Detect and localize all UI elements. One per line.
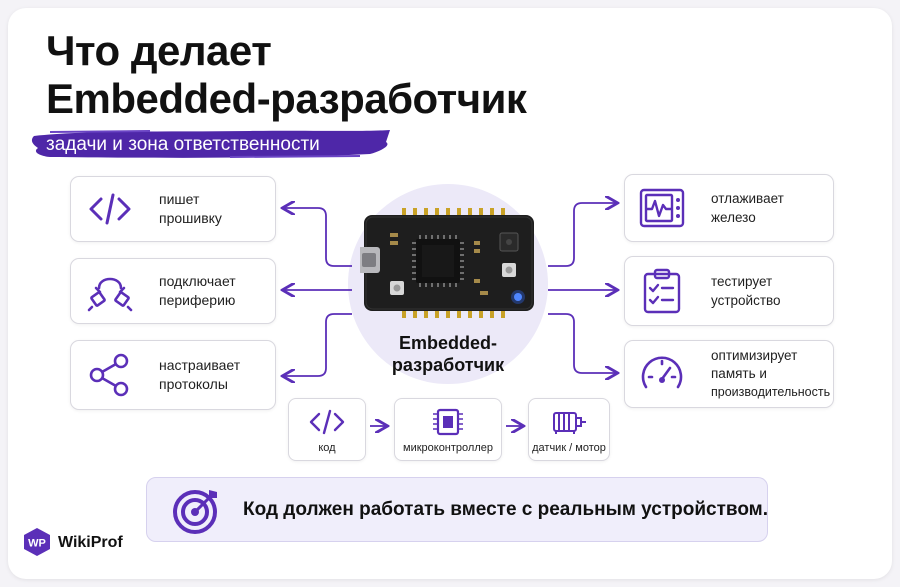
flow-step-microcontroller: микроконтроллер xyxy=(394,398,502,461)
key-message-banner: Код должен работать вместе с реальным ус… xyxy=(146,477,768,542)
flow-step-sensor-motor: датчик / мотор xyxy=(528,398,610,461)
share-icon xyxy=(89,353,129,397)
svg-text:WP: WP xyxy=(28,538,46,550)
brand-name: WikiProf xyxy=(58,534,123,551)
microcontroller-board xyxy=(360,208,534,318)
flow-label: код xyxy=(318,442,336,454)
banner-text: Код должен работать вместе с реальным ус… xyxy=(243,499,769,520)
page-title-line1: Что делает xyxy=(46,27,272,74)
chip-icon xyxy=(433,408,463,436)
gauge-icon xyxy=(641,356,683,389)
clipboard-check-icon xyxy=(643,268,681,314)
oscilloscope-icon xyxy=(639,188,685,228)
code-icon xyxy=(309,409,345,435)
brush-stroke-decoration xyxy=(31,130,390,158)
subtitle: задачи и зона ответственности xyxy=(46,134,320,155)
code-icon xyxy=(89,193,131,225)
motor-icon xyxy=(553,412,586,434)
center-label-line2: разработчик xyxy=(391,355,505,375)
flow-label: датчик / мотор xyxy=(532,442,606,454)
wikiprof-logo: WP xyxy=(24,528,50,556)
center-label-line1: Embedded- xyxy=(398,333,497,353)
cable-icon xyxy=(87,277,133,312)
target-icon xyxy=(173,490,217,534)
flow-label: микроконтроллер xyxy=(403,442,493,454)
flow-step-code: код xyxy=(288,398,366,461)
center-label: Embedded- разработчик xyxy=(360,332,536,376)
page-title-line2: Embedded-разработчик xyxy=(46,75,527,122)
